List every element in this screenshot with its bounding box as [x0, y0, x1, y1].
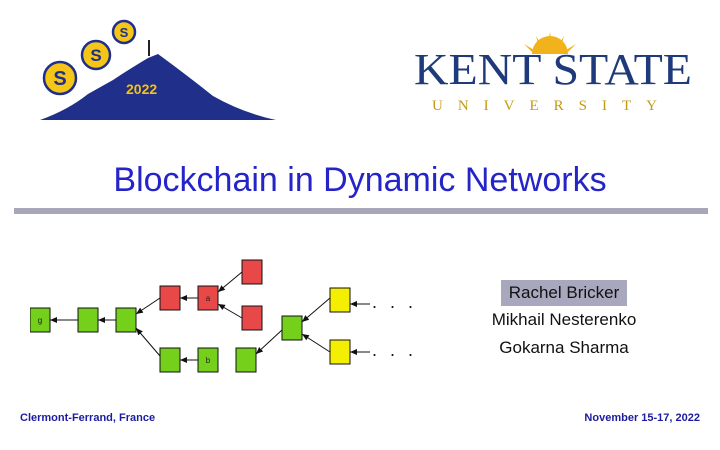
block-label-a: a — [206, 294, 211, 303]
block-label-b: b — [206, 356, 211, 365]
kent-state-logo: KENT STATE UNIVERSITY — [414, 32, 692, 114]
blockchain-diagram: g a b . . . . . . — [30, 259, 417, 373]
slide-title: Blockchain in Dynamic Networks — [113, 161, 607, 199]
sunburst-icon — [524, 32, 576, 54]
block-yellow — [329, 287, 351, 313]
sss-2022-logo: 2022 S S S — [40, 19, 276, 120]
author-name: Mikhail Nesterenko — [491, 310, 637, 329]
footer-date: November 15-17, 2022 — [584, 412, 700, 424]
svg-text:S: S — [90, 46, 101, 65]
kent-state-wordmark: KENT STATE — [414, 45, 692, 94]
genesis-block — [30, 307, 51, 333]
author-list: Rachel Bricker Mikhail Nesterenko Gokarn… — [464, 280, 664, 362]
block-red — [159, 285, 181, 311]
block-green — [197, 347, 219, 373]
svg-text:S: S — [53, 68, 66, 90]
author-name-highlighted: Rachel Bricker — [500, 280, 628, 306]
title-divider — [14, 208, 708, 214]
block-red — [241, 259, 263, 285]
coin-icon: S — [80, 39, 112, 71]
block-green — [235, 347, 257, 373]
continuation-dots: . . . — [372, 340, 417, 360]
logo-year: 2022 — [126, 81, 157, 97]
block-red — [197, 285, 219, 311]
footer-location: Clermont-Ferrand, France — [20, 412, 156, 424]
university-wordmark: UNIVERSITY — [432, 98, 672, 114]
coin-icon: S — [111, 19, 137, 45]
block-red — [241, 305, 263, 331]
author-name: Gokarna Sharma — [499, 338, 629, 357]
block-green — [159, 347, 181, 373]
coin-icon: S — [42, 60, 78, 96]
block-green — [115, 307, 137, 333]
svg-text:S: S — [120, 25, 129, 40]
mountain-shape — [40, 54, 276, 120]
continuation-dots: . . . — [372, 292, 417, 312]
genesis-label: g — [38, 316, 42, 325]
chain-links — [50, 271, 370, 363]
block-green — [281, 315, 303, 341]
block-green — [77, 307, 99, 333]
block-yellow — [329, 339, 351, 365]
